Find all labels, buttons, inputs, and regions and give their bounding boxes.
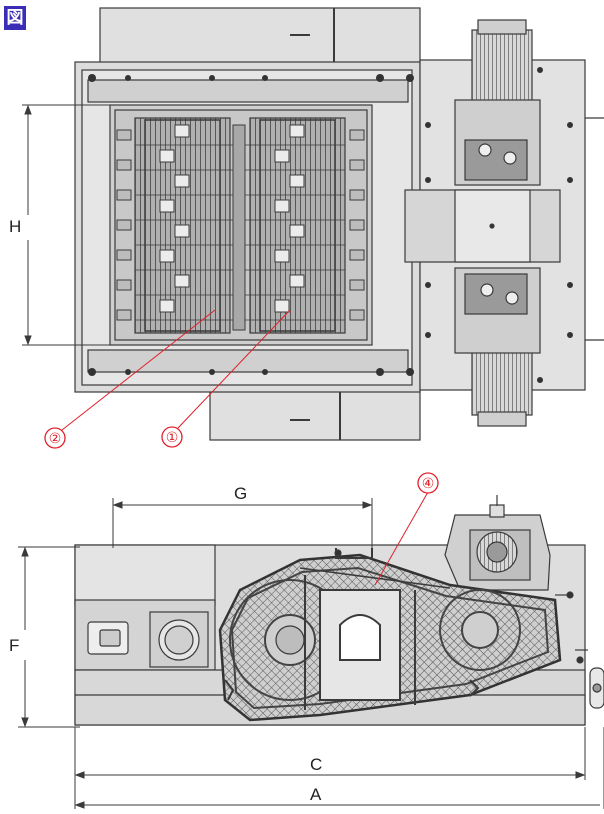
- callout-4-leader: [374, 491, 429, 586]
- callout-4: ④: [422, 475, 435, 491]
- side-view: [74, 495, 604, 726]
- callout-circles: [44, 426, 439, 494]
- dimension-h: [22, 104, 110, 346]
- dimension-g: [112, 498, 373, 548]
- callout-1: ①: [166, 429, 179, 445]
- label-g: G: [234, 484, 247, 503]
- upper-hopper-plate: [99, 7, 421, 64]
- dimension-f: [18, 546, 80, 728]
- motor-side: [444, 495, 551, 591]
- label-f: F: [9, 636, 19, 655]
- label-c: C: [310, 755, 322, 774]
- label-h: H: [9, 217, 21, 236]
- figure-badge: 図: [4, 6, 26, 30]
- lower-hopper-plate: [209, 384, 421, 441]
- dimension-c: [74, 727, 586, 809]
- top-view: [74, 7, 604, 441]
- lower-beam: [87, 349, 409, 373]
- upper-beam: [87, 79, 409, 103]
- motor-upper: [454, 19, 541, 186]
- label-a: A: [310, 785, 322, 804]
- dimension-a: [74, 727, 604, 809]
- callout-leaders-top: [61, 309, 291, 431]
- belt-guard: [218, 553, 562, 722]
- motor-lower: [454, 267, 541, 427]
- callout-2: ②: [49, 430, 62, 446]
